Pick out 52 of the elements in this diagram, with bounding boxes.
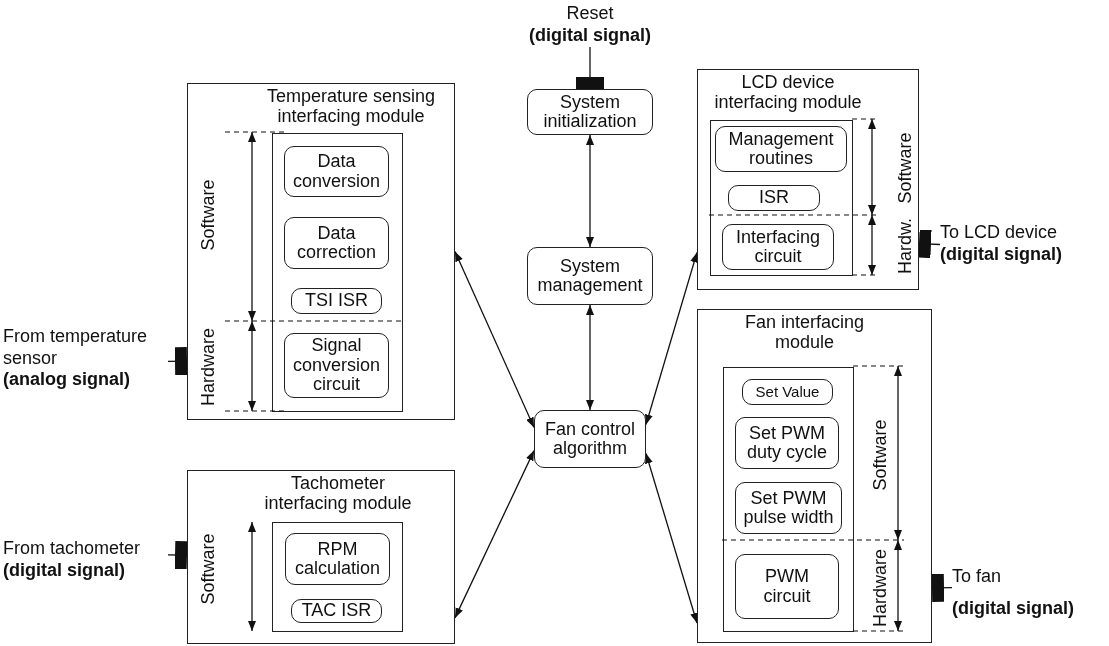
section-label: Software	[869, 419, 891, 491]
module-box	[187, 470, 455, 644]
process-box: Set PWM duty cycle	[735, 417, 839, 469]
signal-type-label: (analog signal)	[3, 369, 131, 391]
process-box: System initialization	[527, 89, 653, 135]
module-box	[697, 309, 932, 643]
process-box: System management	[527, 247, 653, 305]
section-label: Hardware	[197, 328, 219, 406]
process-box: Management routines	[715, 126, 847, 172]
signal-line	[167, 347, 188, 376]
signal-line	[918, 229, 941, 259]
signal-type-label: (digital signal)	[3, 559, 126, 582]
arrow	[645, 452, 698, 624]
process-box: Fan control algorithm	[534, 410, 646, 468]
arrow	[454, 449, 535, 619]
signal-label: From temperature sensor	[3, 326, 149, 370]
signal-label: From tachometer	[3, 538, 142, 560]
section-label: Hardw.	[894, 218, 916, 274]
section-label: Hardware	[869, 549, 891, 627]
signal-type-label: (digital signal)	[940, 243, 1063, 266]
process-box: PWM circuit	[735, 554, 839, 619]
arrow	[454, 250, 535, 429]
module-box	[697, 69, 919, 290]
process-box: Set PWM pulse width	[735, 482, 842, 534]
signal-label: To LCD device	[940, 222, 1059, 244]
process-box: Set Value	[742, 379, 833, 405]
process-box: Data conversion	[284, 146, 389, 197]
signal-line	[167, 540, 188, 570]
process-box: ISR	[728, 185, 820, 211]
process-box: Interfacing circuit	[722, 224, 834, 270]
signal-type-label: (digital signal)	[528, 24, 652, 47]
arrow	[586, 134, 594, 248]
arrow	[645, 251, 698, 426]
process-box: Data correction	[284, 217, 389, 269]
signal-type-label: (digital signal)	[952, 597, 1075, 620]
process-box: Signal conversion circuit	[284, 333, 389, 398]
process-box: RPM calculation	[285, 533, 390, 585]
arrow	[586, 304, 594, 411]
section-label: Software	[197, 533, 219, 605]
section-label: Software	[197, 179, 219, 251]
section-label: Software	[894, 132, 916, 204]
module-title: Fan interfacing module	[743, 311, 866, 353]
signal-label: Reset	[565, 3, 615, 25]
module-title: Tachometer interfacing module	[263, 472, 413, 514]
module-title: LCD device interfacing module	[713, 71, 863, 113]
signal-label: To fan	[952, 566, 1003, 588]
signal-line	[576, 46, 604, 90]
process-box: TAC ISR	[291, 599, 382, 623]
signal-line	[931, 573, 953, 602]
module-box	[187, 83, 455, 420]
process-box: TSI ISR	[291, 288, 382, 314]
module-title: Temperature sensing interfacing module	[265, 85, 437, 127]
